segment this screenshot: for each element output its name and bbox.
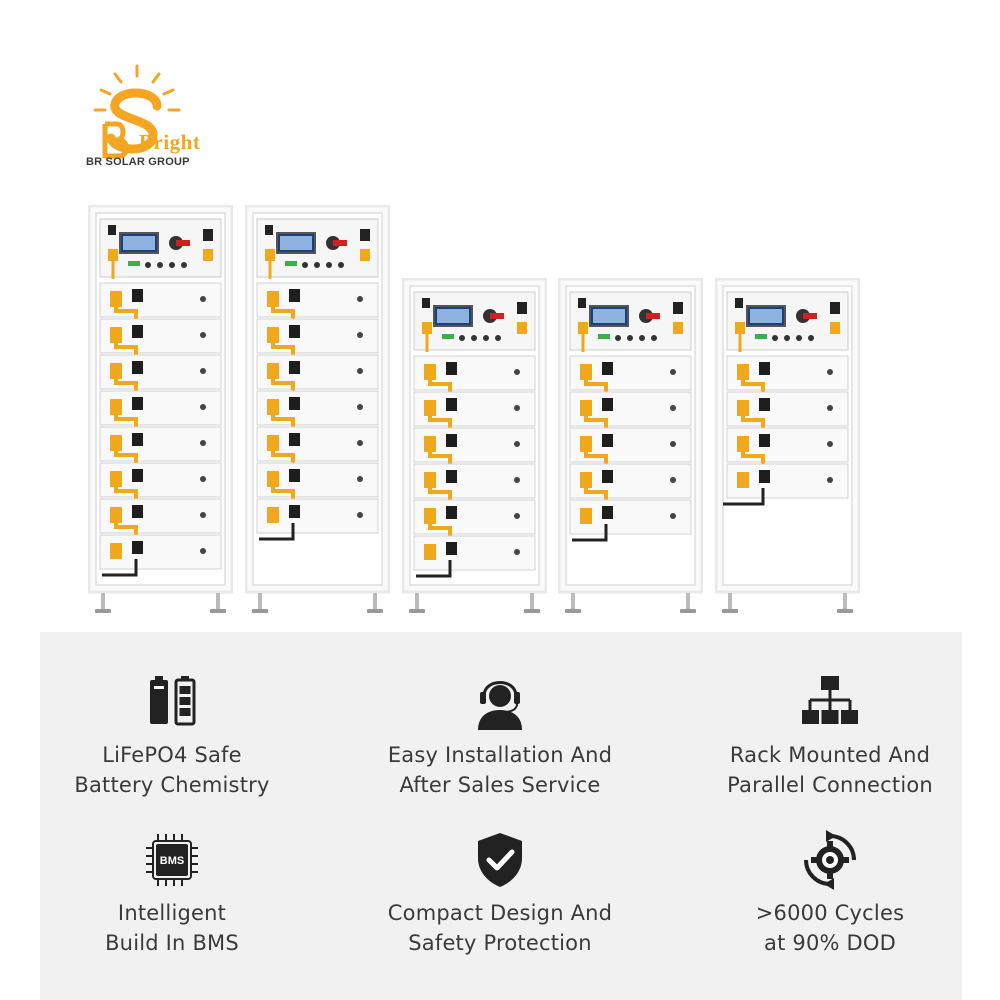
- feature-line: LiFePO4 Safe: [102, 743, 242, 767]
- logo-wordmark: Bright: [139, 130, 200, 155]
- battery-rack-drawing: [715, 278, 860, 613]
- battery-rack-drawing: [558, 278, 703, 613]
- bms-label: BMS: [160, 855, 184, 867]
- feature-line: Rack Mounted And: [729, 743, 931, 767]
- brand-logo: Bright: [85, 62, 210, 172]
- logo-letters: Bright: [139, 130, 201, 154]
- feature-line: Build In BMS: [105, 931, 239, 955]
- battery-icon: [150, 676, 196, 726]
- battery-rack-gallery: [88, 205, 860, 615]
- feature-line: Easy Installation And: [387, 743, 613, 767]
- battery-rack: [88, 205, 233, 615]
- headset-support-icon: [478, 681, 522, 730]
- battery-rack-drawing: [88, 205, 233, 613]
- feature-rack-parallel: Rack Mounted And Parallel Connection: [680, 672, 980, 800]
- feature-line: After Sales Service: [399, 773, 601, 797]
- feature-installation-service: Easy Installation And After Sales Servic…: [350, 672, 650, 800]
- feature-bms: BMS Intelligent Build In BMS: [22, 830, 322, 958]
- feature-line: Compact Design And: [387, 901, 613, 925]
- sun-logo-icon: [93, 64, 181, 159]
- battery-rack-drawing: [245, 205, 390, 613]
- battery-rack-drawing: [402, 278, 547, 613]
- feature-safety: Compact Design And Safety Protection: [350, 830, 650, 958]
- feature-panel: LiFePO4 Safe Battery Chemistry Easy Inst…: [40, 632, 962, 1000]
- feature-line: Safety Protection: [408, 931, 592, 955]
- feature-line: Parallel Connection: [727, 773, 933, 797]
- shield-check-icon: [478, 833, 522, 887]
- cycle-gear-icon: [804, 830, 856, 890]
- brand-group-name: BR SOLAR GROUP: [86, 156, 190, 168]
- feature-battery-chemistry: LiFePO4 Safe Battery Chemistry: [22, 672, 322, 800]
- feature-line: at 90% DOD: [764, 931, 896, 955]
- feature-cycles: >6000 Cycles at 90% DOD: [680, 830, 980, 958]
- bms-chip-icon: BMS: [146, 834, 198, 886]
- battery-rack: [402, 278, 547, 615]
- feature-line: Intelligent: [117, 901, 227, 925]
- battery-rack: [558, 278, 703, 615]
- battery-rack: [715, 278, 860, 615]
- battery-rack: [245, 205, 390, 615]
- feature-line: >6000 Cycles: [755, 901, 905, 925]
- network-hierarchy-icon: [802, 676, 858, 724]
- feature-line: Battery Chemistry: [74, 773, 270, 797]
